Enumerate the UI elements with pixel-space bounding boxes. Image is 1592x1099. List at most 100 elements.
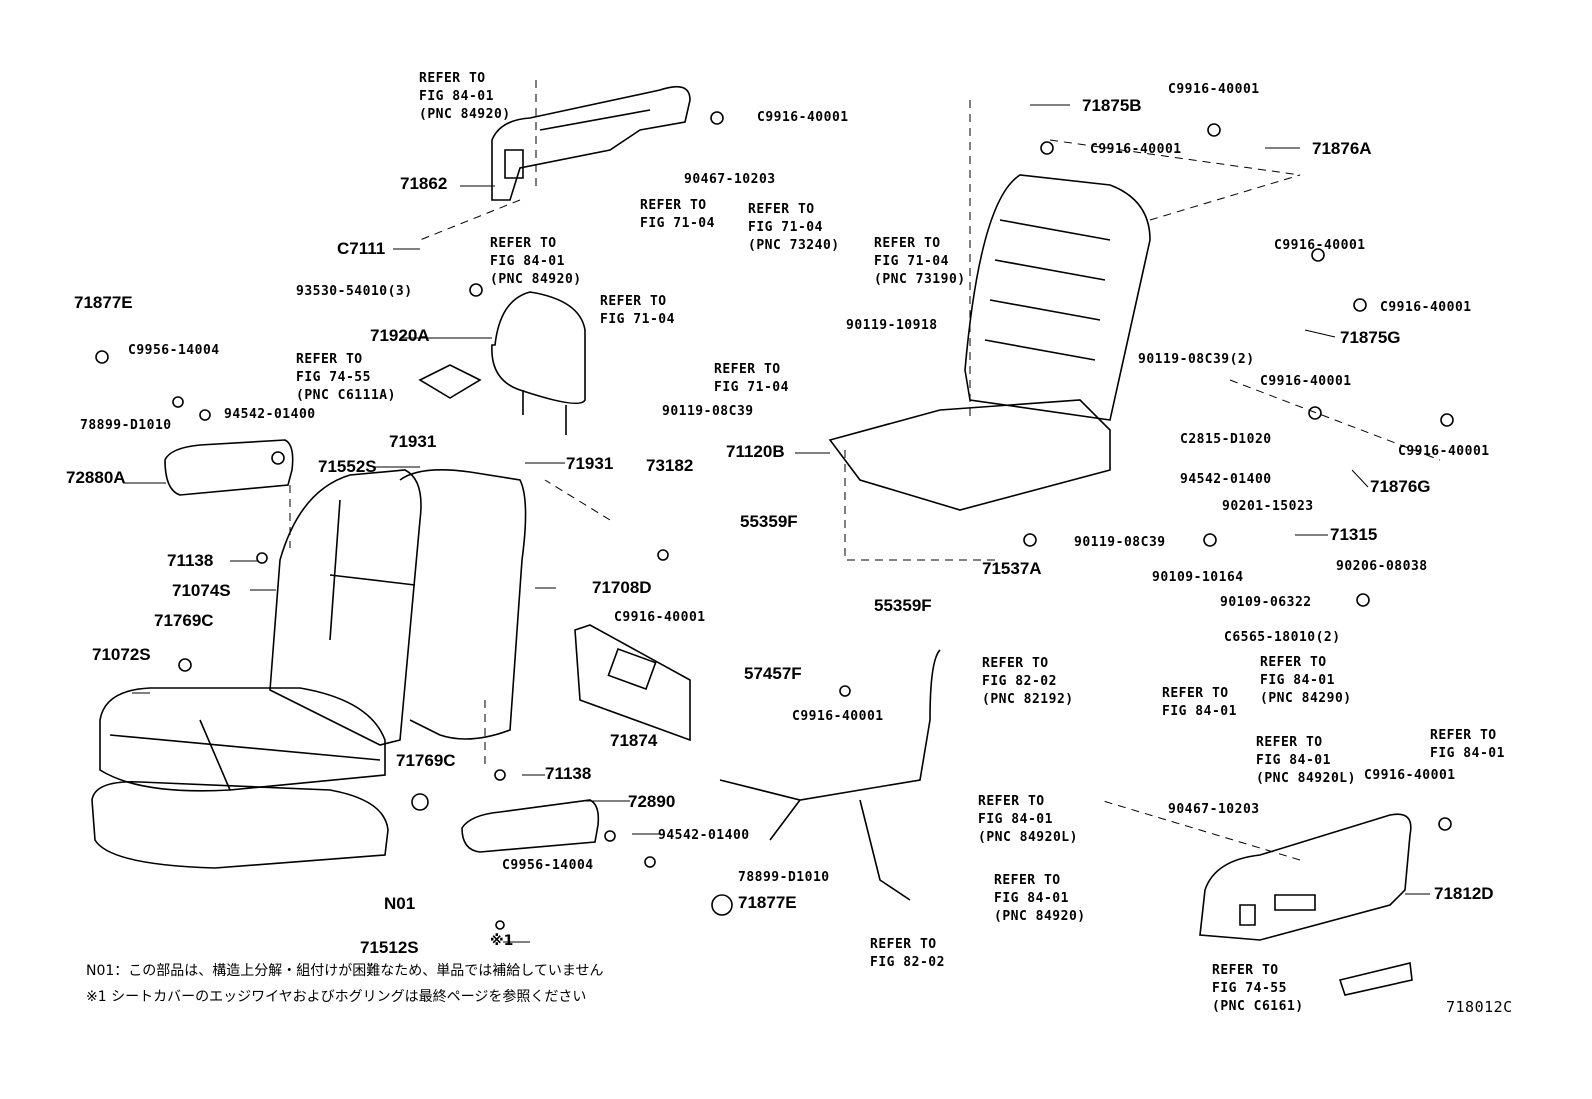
part-number-label: 73182 bbox=[646, 456, 694, 475]
part-number-label: 72890 bbox=[628, 792, 676, 811]
part-number-label: C9916-40001 bbox=[1398, 444, 1490, 459]
part-number-label: 57457F bbox=[744, 664, 802, 683]
reference-callout: REFER TO FIG 82-02 bbox=[870, 937, 945, 970]
part-number-label: 55359F bbox=[874, 596, 932, 615]
armrest-cap bbox=[271, 451, 285, 465]
part-number-label: 71931 bbox=[566, 454, 614, 473]
seatback-frame bbox=[964, 174, 1151, 421]
part-number-label: 90109-06322 bbox=[1220, 595, 1312, 610]
headrest-stays bbox=[522, 390, 567, 435]
reference-callout: REFER TO FIG 84-01 bbox=[1162, 686, 1237, 719]
seat-cushion-pad-71512S bbox=[91, 781, 389, 869]
part-number-label: 71876G bbox=[1370, 477, 1431, 496]
wire-harness bbox=[719, 649, 941, 901]
part-number-label: C9956-14004 bbox=[128, 343, 220, 358]
part-number-label: 90467-10203 bbox=[1168, 802, 1260, 817]
part-number-label: 71875G bbox=[1340, 328, 1401, 347]
side-cover-71862 bbox=[491, 85, 691, 201]
part-number-label: 71120B bbox=[726, 442, 785, 461]
note-n01: N01：この部品は、構造上分解・組付けが困難なため、単品では補給していません bbox=[86, 963, 604, 979]
part-number-label: 71877E bbox=[74, 293, 133, 312]
part-number-label: 71876A bbox=[1312, 139, 1372, 158]
part-number-label: 90201-15023 bbox=[1222, 499, 1314, 514]
part-number-label: 71315 bbox=[1330, 525, 1378, 544]
part-number-label: 71874 bbox=[610, 731, 658, 750]
part-number-label: C9916-40001 bbox=[1168, 82, 1260, 97]
part-number-label: 90109-10164 bbox=[1152, 570, 1244, 585]
part-number-label: C9916-40001 bbox=[1260, 374, 1352, 389]
part-number-label: 71875B bbox=[1082, 96, 1142, 115]
part-number-label: 55359F bbox=[740, 512, 798, 531]
part-number-label: 90206-08038 bbox=[1336, 559, 1428, 574]
part-number-label: C9916-40001 bbox=[757, 110, 849, 125]
reference-callout: REFER TO FIG 82-02 (PNC 82192) bbox=[982, 656, 1074, 707]
part-number-label: C9916-40001 bbox=[1364, 768, 1456, 783]
part-number-label: 90119-08C39(2) bbox=[1138, 352, 1255, 367]
part-number-label: 71931 bbox=[389, 432, 437, 451]
figure-id: 718012C bbox=[1446, 998, 1513, 1016]
legend-symbol: ※1 bbox=[490, 933, 514, 949]
armrest-72890 bbox=[461, 799, 600, 853]
part-number-label: 71072S bbox=[92, 645, 151, 664]
part-number-label: 71512S bbox=[360, 938, 419, 957]
note-edge-wire: ※1 シートカバーのエッジワイヤおよびホグリングは最終ページを参照ください bbox=[86, 989, 587, 1005]
reference-callout: REFER TO FIG 84-01 (PNC 84920) bbox=[419, 71, 511, 122]
part-number-label: C9956-14004 bbox=[502, 858, 594, 873]
reference-callout: REFER TO FIG 84-01 bbox=[1430, 728, 1505, 761]
reference-callout: REFER TO FIG 74-55 (PNC C6161) bbox=[1212, 963, 1304, 1014]
part-number-label: 90467-10203 bbox=[684, 172, 776, 187]
reference-callout: REFER TO FIG 84-01 (PNC 84920L) bbox=[978, 794, 1078, 845]
part-number-label: 71074S bbox=[172, 581, 231, 600]
part-number-label: 93530-54010(3) bbox=[296, 284, 413, 299]
reference-callout: REFER TO FIG 84-01 (PNC 84920) bbox=[490, 236, 582, 287]
seat-cushion-cover-71072S bbox=[99, 687, 386, 792]
leader-lines bbox=[123, 80, 1441, 895]
part-number-label: 71877E bbox=[738, 893, 797, 912]
part-number-label: 71862 bbox=[400, 174, 448, 193]
part-number-label: 71138 bbox=[167, 551, 214, 570]
part-number-label: 71920A bbox=[370, 326, 430, 345]
reference-callout: REFER TO FIG 71-04 bbox=[714, 362, 789, 395]
seatback-springs bbox=[984, 219, 1111, 361]
part-number-label: N01 bbox=[384, 894, 416, 913]
back-board-71874 bbox=[574, 624, 691, 742]
seat-frame-71120B bbox=[828, 399, 1111, 511]
part-number-label: 71708D bbox=[592, 578, 652, 597]
part-number-label: 94542-01400 bbox=[658, 828, 750, 843]
part-number-label: 78899-D1010 bbox=[738, 870, 830, 885]
part-number-label: 71552S bbox=[318, 457, 377, 476]
part-number-label: 72880A bbox=[66, 468, 126, 487]
reference-callout: REFER TO FIG 71-04 bbox=[600, 294, 675, 327]
cushion-seam bbox=[109, 719, 381, 791]
part-number-label: C6565-18010(2) bbox=[1224, 630, 1341, 645]
part-number-label: 71537A bbox=[982, 559, 1042, 578]
reference-callout: REFER TO FIG 84-01 (PNC 84920) bbox=[994, 873, 1086, 924]
part-number-label: 94542-01400 bbox=[224, 407, 316, 422]
reference-callout: REFER TO FIG 71-04 (PNC 73190) bbox=[874, 236, 966, 287]
part-number-label: 78899-D1010 bbox=[80, 418, 172, 433]
reference-callout: REFER TO FIG 84-01 (PNC 84920L) bbox=[1256, 735, 1356, 786]
seatback-cover-71074S bbox=[269, 469, 422, 746]
side-cover-slot bbox=[504, 109, 651, 179]
part-number-label: 71138 bbox=[545, 764, 592, 783]
pad-tag bbox=[418, 364, 482, 399]
part-number-label: 71812D bbox=[1434, 884, 1494, 903]
part-number-label: 90119-08C39 bbox=[662, 404, 754, 419]
pad-tag-c6161 bbox=[1338, 962, 1413, 996]
side-cover-71812D bbox=[1199, 813, 1412, 941]
reference-callout: REFER TO FIG 71-04 bbox=[640, 198, 715, 231]
part-number-label: C9916-40001 bbox=[792, 709, 884, 724]
reference-callout: REFER TO FIG 84-01 (PNC 84290) bbox=[1260, 655, 1352, 706]
part-number-label: 94542-01400 bbox=[1180, 472, 1272, 487]
part-number-label: C9916-40001 bbox=[1090, 142, 1182, 157]
part-number-label: C9916-40001 bbox=[614, 610, 706, 625]
reference-callout: REFER TO FIG 71-04 (PNC 73240) bbox=[748, 202, 840, 253]
headrest-71920A bbox=[491, 291, 586, 405]
part-number-label: 71769C bbox=[396, 751, 456, 770]
side-cover-switches bbox=[1239, 894, 1316, 926]
part-number-label: 71769C bbox=[154, 611, 214, 630]
back-board-window bbox=[607, 647, 657, 691]
part-number-label: 90119-10918 bbox=[846, 318, 938, 333]
